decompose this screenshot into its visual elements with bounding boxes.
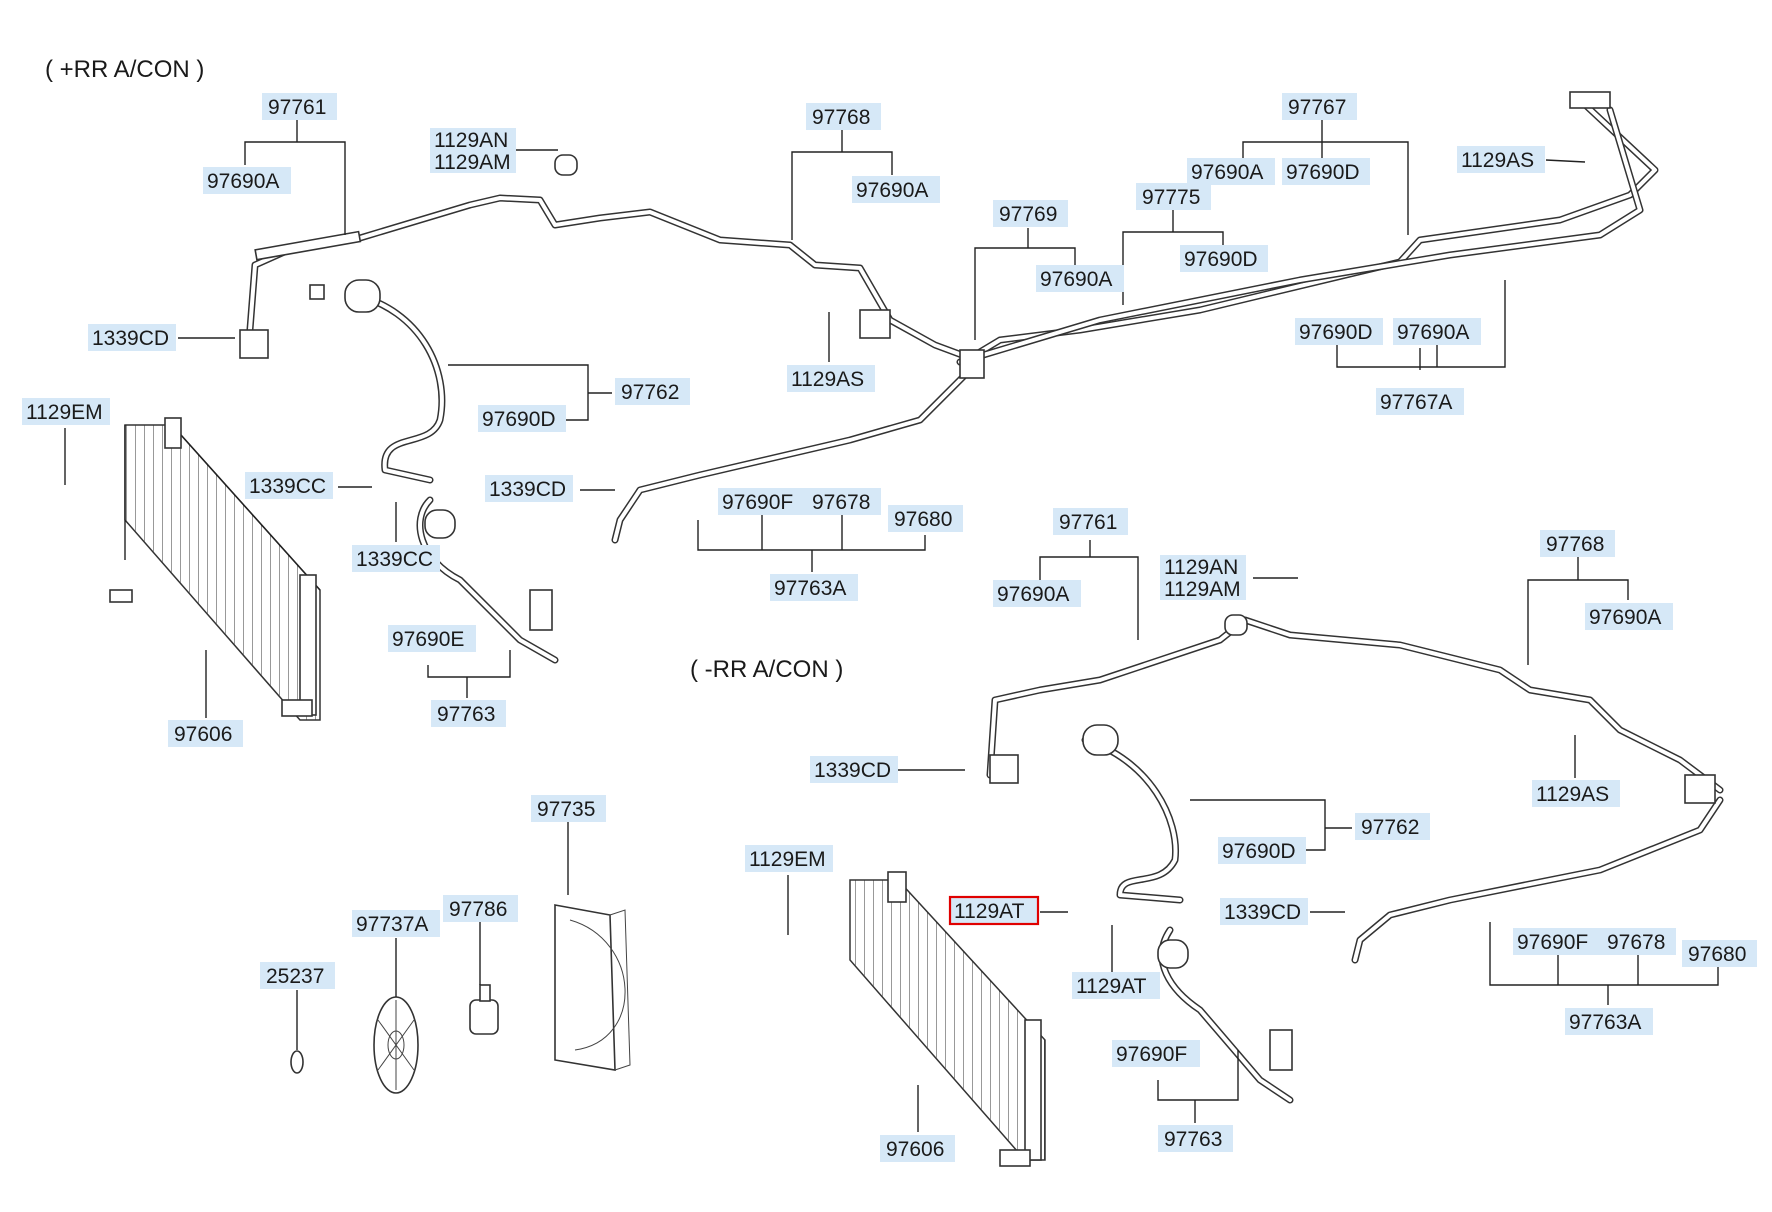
fan-shroud (554, 904, 631, 1071)
label-1129AM[interactable]: 1129AM (1164, 578, 1241, 601)
label-1129AS[interactable]: 1129AS (791, 368, 864, 391)
label-97768[interactable]: 97768 (1546, 533, 1604, 556)
label-1129AN[interactable]: 1129AN (434, 129, 508, 152)
label-1129EM[interactable]: 1129EM (749, 848, 826, 871)
fan-motor (469, 984, 499, 1035)
label-97690A[interactable]: 97690A (997, 583, 1069, 606)
label-97763A[interactable]: 97763A (774, 577, 846, 600)
label-97775[interactable]: 97775 (1142, 186, 1200, 209)
label-1339CC[interactable]: 1339CC (356, 548, 433, 571)
label-97606[interactable]: 97606 (174, 723, 232, 746)
bottom-assembly-drawing (849, 614, 1724, 1167)
lines-bottom (986, 614, 1724, 1104)
label-97680[interactable]: 97680 (1688, 943, 1746, 966)
fan-blade (373, 996, 419, 1094)
label-97690A[interactable]: 97690A (1040, 268, 1112, 291)
label-97768[interactable]: 97768 (812, 106, 870, 129)
label-97606[interactable]: 97606 (886, 1138, 944, 1161)
label-1129EM[interactable]: 1129EM (26, 401, 103, 424)
condenser-top (109, 417, 321, 721)
condenser-bottom (849, 871, 1046, 1167)
label-97769[interactable]: 97769 (999, 203, 1057, 226)
label-97762[interactable]: 97762 (621, 381, 679, 404)
label-97762[interactable]: 97762 (1361, 816, 1419, 839)
label-97763[interactable]: 97763 (437, 703, 495, 726)
label-97690D[interactable]: 97690D (1222, 840, 1296, 863)
label-97763A[interactable]: 97763A (1569, 1011, 1641, 1034)
label-97737A[interactable]: 97737A (356, 913, 428, 936)
o-ring (290, 1050, 304, 1074)
label-1339CD[interactable]: 1339CD (1224, 901, 1301, 924)
label-97690A[interactable]: 97690A (1397, 321, 1469, 344)
label-1129AM[interactable]: 1129AM (434, 151, 511, 174)
label-97680[interactable]: 97680 (894, 508, 952, 531)
leader-lines (64, 118, 1719, 1132)
label-1129AT[interactable]: 1129AT (1076, 975, 1147, 998)
label-97786[interactable]: 97786 (449, 898, 507, 921)
label-97767A[interactable]: 97767A (1380, 391, 1452, 414)
lines-top (239, 91, 1659, 664)
label-97690A[interactable]: 97690A (1191, 161, 1263, 184)
label-97690A[interactable]: 97690A (856, 179, 928, 202)
label-97690E[interactable]: 97690E (392, 628, 464, 651)
label-97678[interactable]: 97678 (812, 491, 870, 514)
label-97767[interactable]: 97767 (1288, 96, 1346, 119)
label-97735[interactable]: 97735 (537, 798, 595, 821)
label-97678[interactable]: 97678 (1607, 931, 1665, 954)
header-without-rear-ac: ( -RR A/CON ) (690, 656, 843, 683)
label-97690F[interactable]: 97690F (1517, 931, 1588, 954)
label-25237[interactable]: 25237 (266, 965, 324, 988)
label-97761[interactable]: 97761 (268, 96, 326, 119)
label-1339CD[interactable]: 1339CD (814, 759, 891, 782)
header-with-rear-ac: ( +RR A/CON ) (45, 56, 204, 83)
label-1129AS[interactable]: 1129AS (1461, 149, 1534, 172)
label-97690D[interactable]: 97690D (1184, 248, 1258, 271)
label-1339CC[interactable]: 1339CC (249, 475, 326, 498)
label-97690A[interactable]: 97690A (207, 170, 279, 193)
label-1339CD[interactable]: 1339CD (92, 327, 169, 350)
label-97690F[interactable]: 97690F (722, 491, 793, 514)
label-97690D[interactable]: 97690D (1286, 161, 1360, 184)
label-1129AN[interactable]: 1129AN (1164, 556, 1238, 579)
label-1129AT[interactable]: 1129AT (954, 900, 1025, 923)
label-97690D[interactable]: 97690D (1299, 321, 1373, 344)
label-1129AS[interactable]: 1129AS (1536, 783, 1609, 806)
label-97761[interactable]: 97761 (1059, 511, 1117, 534)
part-labels: 97761 97690A 1129AN 1129AM 97768 97690A … (22, 93, 1757, 1162)
highlight-box-1129AT (948, 895, 1040, 926)
label-97690F[interactable]: 97690F (1116, 1043, 1187, 1066)
label-97690A[interactable]: 97690A (1589, 606, 1661, 629)
label-97763[interactable]: 97763 (1164, 1128, 1222, 1151)
label-1339CD[interactable]: 1339CD (489, 478, 566, 501)
label-97690D[interactable]: 97690D (482, 408, 556, 431)
